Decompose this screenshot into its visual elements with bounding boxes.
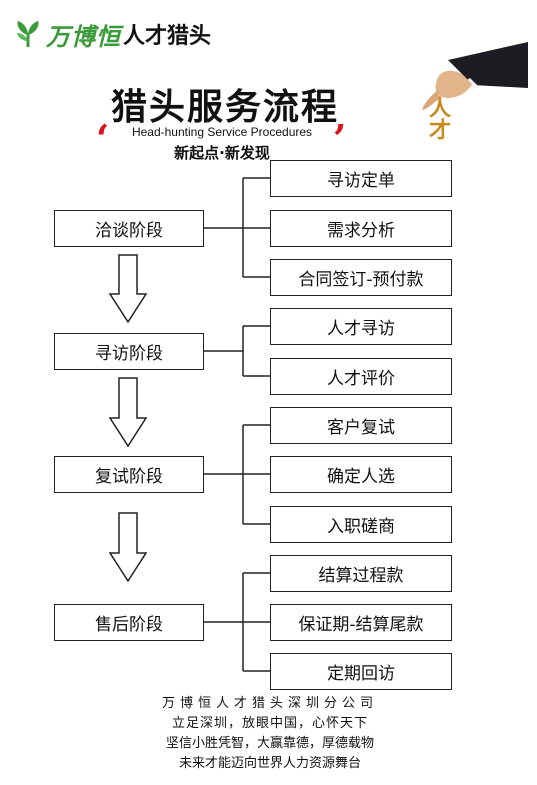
footer-line-3: 坚信小胜凭智，大赢靠德，厚德载物 (165, 736, 374, 751)
left-quote-mark: ‘ (96, 116, 110, 161)
task-talent-evaluation: 人才评价 (270, 358, 452, 395)
stage-search: 寻访阶段 (54, 333, 204, 370)
footer-line-2: 立足深圳，放眼中国，心怀天下 (171, 716, 368, 731)
page-title: 猎头服务流程 (110, 87, 339, 128)
right-quote-mark: ’ (333, 116, 347, 161)
subtitle-english: Head-hunting Service Procedures (131, 125, 313, 139)
task-talent-search: 人才寻访 (270, 308, 452, 345)
down-arrow-1 (108, 254, 148, 324)
stage-reinterview: 复试阶段 (54, 456, 204, 493)
task-client-reinterview: 客户复试 (270, 407, 452, 444)
footer-line-4: 未来才能迈向世界人力资源舞台 (178, 756, 361, 771)
task-onboarding-negotiation: 入职磋商 (270, 506, 452, 543)
company-logo: 万博恒 人才猎头 (14, 14, 211, 54)
down-arrow-2 (108, 377, 148, 448)
task-find-order: 寻访定单 (270, 160, 452, 197)
down-arrows (108, 254, 148, 583)
task-needs-analysis: 需求分析 (270, 210, 452, 247)
hand-caption: 人才 (425, 96, 451, 140)
stage-after-sales: 售后阶段 (54, 604, 204, 641)
brand-name: 万博恒 (46, 21, 121, 51)
down-arrow-3 (108, 512, 148, 583)
task-regular-revisit: 定期回访 (270, 653, 452, 690)
task-progress-settlement: 结算过程款 (270, 555, 452, 592)
leaf-logo-icon (17, 21, 39, 47)
slogan: 新起点·新发现 (174, 144, 270, 162)
footer-line-1: 万博恒人才猎头深圳分公司 (161, 696, 378, 711)
task-warranty-final-payment: 保证期-结算尾款 (270, 604, 452, 641)
brand-suffix: 人才猎头 (123, 24, 212, 49)
task-confirm-candidate: 确定人选 (270, 456, 452, 493)
task-contract-prepay: 合同签订-预付款 (270, 259, 452, 296)
hand-pointing-illustration (422, 42, 528, 110)
stage-negotiation: 洽谈阶段 (54, 210, 204, 247)
